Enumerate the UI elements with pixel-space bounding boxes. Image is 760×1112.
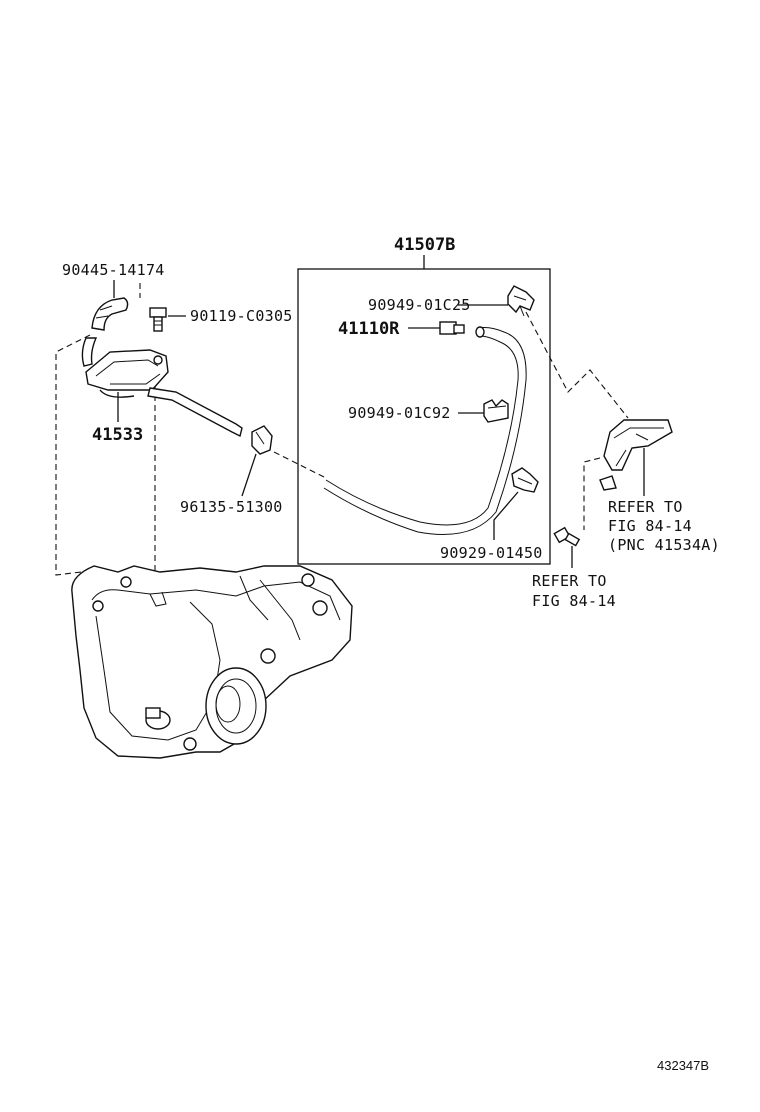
clip-middle-part bbox=[483, 399, 509, 423]
main-hose-part bbox=[323, 326, 527, 535]
figure-id: 432347B bbox=[657, 1058, 709, 1073]
cap-leader bbox=[241, 453, 257, 497]
bracket-part bbox=[599, 419, 673, 491]
transfer-case-housing bbox=[71, 565, 353, 759]
breather-pipe-part bbox=[85, 349, 243, 438]
clip-upper-part bbox=[507, 285, 535, 317]
bolt-part bbox=[149, 307, 167, 332]
label-clip-upper[interactable]: 90949-01C25 bbox=[368, 296, 471, 314]
cap-part bbox=[251, 425, 273, 455]
label-bolt-ref1[interactable]: REFER TO bbox=[532, 572, 607, 590]
label-cap[interactable]: 96135-51300 bbox=[180, 498, 283, 516]
small-bolt-part bbox=[553, 526, 581, 547]
label-bolt-ref2[interactable]: FIG 84-14 bbox=[532, 592, 616, 610]
label-bracket-ref3[interactable]: (PNC 41534A) bbox=[608, 536, 720, 554]
guide-dashed-bracket bbox=[525, 311, 629, 419]
label-plug[interactable]: 41110R bbox=[338, 319, 400, 339]
clip-lower-leader bbox=[493, 491, 519, 540]
label-assembly[interactable]: 41507B bbox=[394, 235, 455, 255]
label-bracket-ref2[interactable]: FIG 84-14 bbox=[608, 517, 692, 535]
hose-part bbox=[81, 297, 129, 367]
guide-dashed-bolt bbox=[583, 457, 601, 530]
guide-dashed-left bbox=[55, 283, 141, 576]
label-breather-pipe[interactable]: 41533 bbox=[92, 425, 143, 445]
clip-lower-part bbox=[511, 467, 539, 493]
label-bolt[interactable]: 90119-C0305 bbox=[190, 307, 293, 325]
label-hose-clamp[interactable]: 90445-14174 bbox=[62, 261, 165, 279]
label-clip-lower[interactable]: 90929-01450 bbox=[440, 544, 543, 562]
label-clip-middle[interactable]: 90949-01C92 bbox=[348, 404, 451, 422]
plug-part bbox=[439, 321, 465, 335]
guide-dashed-cap bbox=[273, 451, 327, 479]
label-bracket-ref1[interactable]: REFER TO bbox=[608, 498, 683, 516]
